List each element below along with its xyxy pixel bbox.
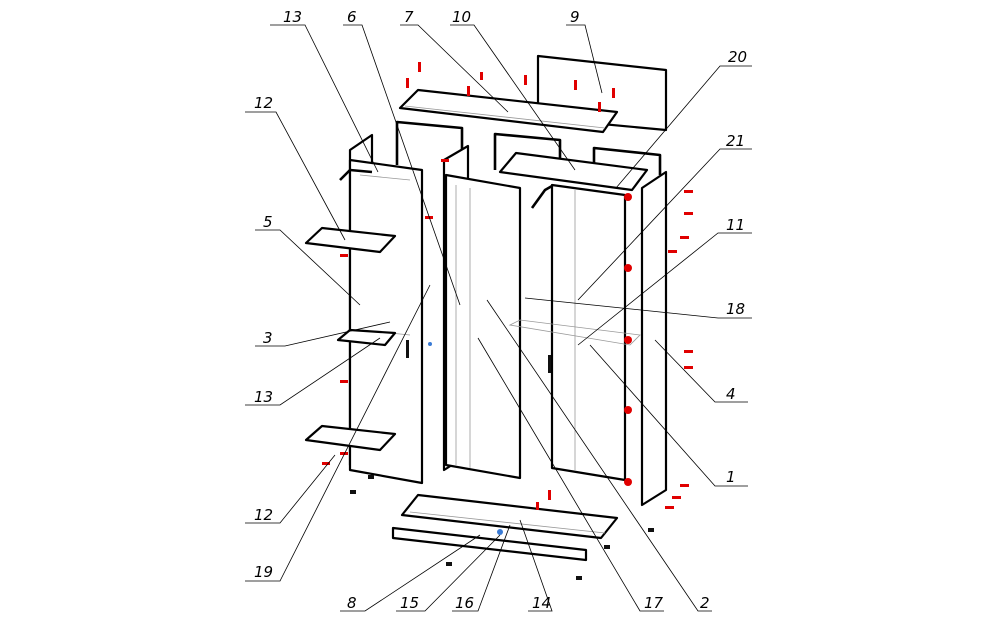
svg-text:16: 16 — [455, 594, 474, 612]
svg-text:2: 2 — [700, 594, 710, 612]
hardware-fasteners — [322, 62, 693, 535]
svg-text:13: 13 — [283, 8, 302, 26]
top-panel-7 — [398, 88, 619, 134]
callout-3: 3 — [255, 321, 391, 347]
svg-text:5: 5 — [263, 213, 273, 231]
callout-15: 15 — [396, 534, 501, 612]
shelf-12-bottom — [304, 424, 397, 452]
callout-19: 19 — [245, 284, 431, 582]
callout-20: 20 — [615, 48, 752, 189]
door-21 — [550, 183, 627, 482]
callout-18: 18 — [524, 297, 752, 319]
callout-6: 6 — [343, 8, 461, 306]
rear-frame-left — [395, 120, 464, 165]
callout-17: 17 — [477, 337, 664, 612]
callout-1: 1 — [589, 344, 748, 487]
callout-14: 14 — [519, 519, 553, 612]
callout-11: 11 — [577, 216, 752, 346]
callout-8: 8 — [340, 534, 481, 612]
svg-text:17: 17 — [644, 594, 664, 612]
svg-text:6: 6 — [347, 8, 357, 26]
plinth-8 — [391, 526, 588, 562]
svg-text:19: 19 — [254, 563, 273, 581]
shelf-18 — [508, 319, 641, 346]
bottom-panel-14 — [400, 493, 619, 540]
svg-text:8: 8 — [347, 594, 357, 612]
svg-text:12: 12 — [254, 506, 273, 524]
door-17 — [444, 173, 522, 480]
svg-text:3: 3 — [263, 329, 273, 347]
callouts: 13 6 7 10 9 20 21 12 5 11 18 3 13 4 1 12… — [245, 8, 752, 612]
right-side-panel-4 — [640, 170, 668, 507]
callout-9: 9 — [566, 8, 603, 94]
door-handle — [406, 340, 409, 358]
callout-5: 5 — [255, 213, 361, 306]
svg-text:12: 12 — [254, 94, 273, 112]
callout-13-top: 13 — [270, 8, 379, 173]
svg-text:15: 15 — [400, 594, 419, 612]
svg-text:21: 21 — [726, 132, 745, 150]
svg-text:1: 1 — [726, 468, 736, 486]
svg-text:10: 10 — [452, 8, 471, 26]
callout-12-bottom: 12 — [245, 454, 336, 524]
shelf-12-top — [304, 226, 397, 254]
callout-10: 10 — [450, 8, 576, 171]
shelf-3 — [336, 328, 397, 347]
callout-2: 2 — [486, 299, 712, 612]
shelf-10 — [498, 151, 649, 192]
svg-text:18: 18 — [726, 300, 745, 318]
svg-text:9: 9 — [570, 8, 580, 26]
callout-4: 4 — [654, 339, 748, 403]
callout-12-top: 12 — [245, 94, 346, 241]
svg-text:14: 14 — [532, 594, 551, 612]
callout-13-mid: 13 — [245, 337, 381, 406]
feet — [350, 475, 654, 580]
svg-text:20: 20 — [728, 48, 747, 66]
svg-text:7: 7 — [404, 8, 414, 26]
svg-text:13: 13 — [254, 388, 273, 406]
rear-frame-right — [592, 146, 662, 175]
callout-21: 21 — [577, 132, 752, 301]
svg-text:4: 4 — [726, 385, 736, 403]
callout-16: 16 — [452, 524, 511, 612]
callout-7: 7 — [400, 8, 509, 113]
svg-text:11: 11 — [726, 216, 745, 234]
rear-frame-mid — [493, 132, 562, 170]
